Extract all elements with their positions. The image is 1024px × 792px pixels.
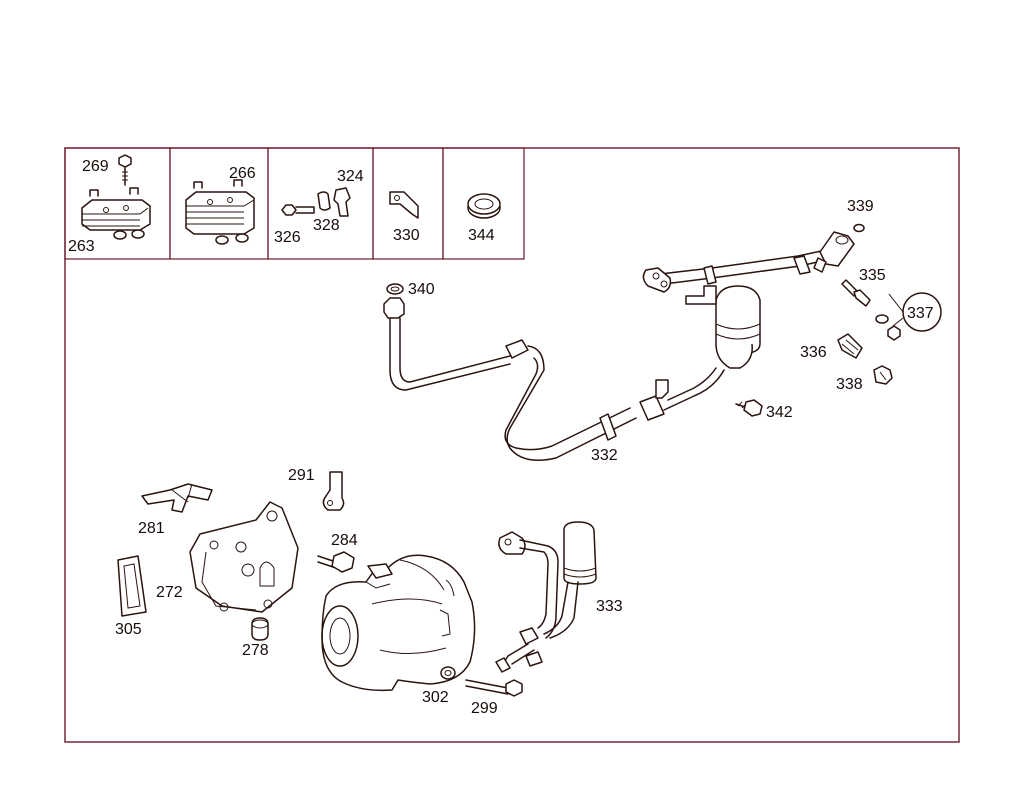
oring-339-icon xyxy=(853,223,865,233)
bolt-284-icon xyxy=(317,551,355,573)
label-284: 284 xyxy=(331,532,358,549)
label-263: 263 xyxy=(68,238,95,255)
bracket-291-icon xyxy=(322,471,345,511)
label-272: 272 xyxy=(156,584,183,601)
label-344: 344 xyxy=(468,227,495,244)
label-326: 326 xyxy=(274,229,301,246)
label-332: 332 xyxy=(591,447,618,464)
label-333: 333 xyxy=(596,598,623,615)
label-336: 336 xyxy=(800,344,827,361)
label-302: 302 xyxy=(422,689,449,706)
label-324: 324 xyxy=(337,168,364,185)
bolt-299-icon xyxy=(465,679,523,697)
label-338: 338 xyxy=(836,376,863,393)
nut-338-icon xyxy=(873,365,893,385)
sleeve-344-icon xyxy=(467,193,501,219)
label-330: 330 xyxy=(393,227,420,244)
clip-324-icon xyxy=(333,187,351,217)
hose-333-icon xyxy=(495,521,597,673)
label-299: 299 xyxy=(471,700,498,717)
label-339: 339 xyxy=(847,198,874,215)
washer-302-icon xyxy=(440,666,456,680)
washer-328-icon xyxy=(317,191,331,211)
label-340: 340 xyxy=(408,281,435,298)
pipe-332-icon xyxy=(383,231,855,461)
mount-266-icon xyxy=(185,179,255,245)
label-337: 337 xyxy=(907,305,934,322)
label-328: 328 xyxy=(313,217,340,234)
label-269: 269 xyxy=(82,158,109,175)
seal-kit-337-icon xyxy=(875,292,942,341)
valve-335-icon xyxy=(841,279,871,307)
label-281: 281 xyxy=(138,520,165,537)
label-335: 335 xyxy=(859,267,886,284)
sleeve-278-icon xyxy=(251,617,269,641)
mount-263-icon xyxy=(81,187,151,240)
bracket-272-icon xyxy=(189,501,299,613)
label-278: 278 xyxy=(242,642,269,659)
switch-336-icon xyxy=(837,333,863,359)
bolt-326-icon xyxy=(281,204,315,216)
label-305: 305 xyxy=(115,621,142,638)
bracket-281-icon xyxy=(141,483,213,513)
label-291: 291 xyxy=(288,467,315,484)
seal-340-icon xyxy=(386,283,404,295)
bolt-269-icon xyxy=(118,154,132,186)
bracket-330-icon xyxy=(389,191,419,219)
label-342: 342 xyxy=(766,404,793,421)
label-266: 266 xyxy=(229,165,256,182)
gasket-305-icon xyxy=(117,555,147,617)
compressor-icon xyxy=(321,554,476,692)
inset-row xyxy=(64,147,525,260)
bolt-342-icon xyxy=(735,399,763,417)
